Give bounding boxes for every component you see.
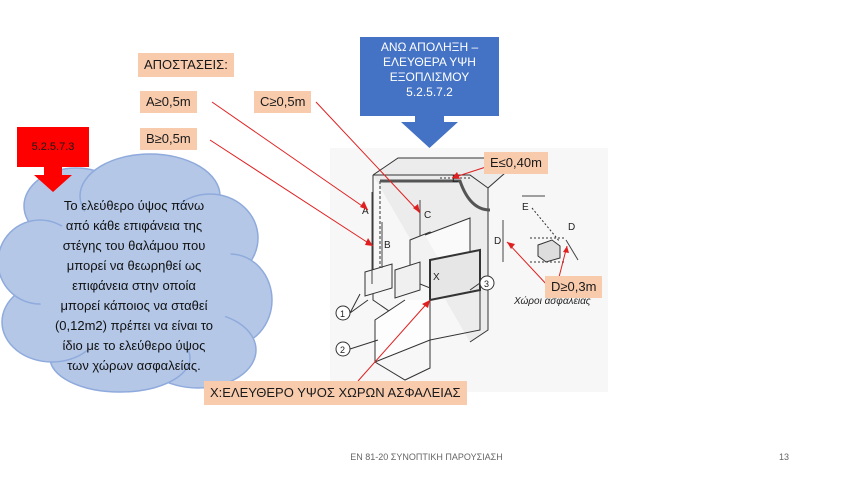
cloud-line: από κάθε επιφάνεια της [65, 218, 203, 233]
footer-title: ΕΝ 81-20 ΣΥΝΟΠΤΙΚΗ ΠΑΡΟΥΣΙΑΣΗ [350, 452, 503, 462]
diagram-number-1: 1 [340, 309, 345, 319]
distances-heading: ΑΠΟΣΤΑΣΕΙΣ: [138, 53, 234, 77]
diagram-letter-x: X [433, 272, 440, 283]
red-callout: 5.2.5.7.3 [17, 127, 89, 167]
blue-callout: ΑΝΩ ΑΠΟΛΗΞΗ – ΕΛΕΥΘΕΡΑ ΥΨΗ ΕΞΟΠΛΙΣΜΟΥ 5.… [360, 37, 499, 116]
cloud-line: μπορεί να θεωρηθεί ως [66, 258, 202, 273]
cloud-line: των χώρων ασφαλείας. [67, 358, 201, 373]
page-number: 13 [779, 452, 790, 462]
b-distance-label: B≥0,5m [140, 128, 197, 150]
blue-callout-line-4: 5.2.5.7.2 [406, 85, 453, 99]
a-distance-label: A≥0,5m [140, 91, 197, 113]
diagram-letter-a: A [362, 206, 369, 217]
cloud-line: (0,12m2) πρέπει να είναι το [54, 318, 214, 333]
diagram-letter-d: D [494, 236, 501, 247]
cloud-text: Το ελεύθερο ύψος πάνω από κάθε επιφάνεια… [34, 196, 234, 376]
cloud-line: ίδιο με το ελεύθερο ύψος [62, 338, 206, 353]
blue-callout-line-3: ΕΞΟΠΛΙΣΜΟΥ [389, 70, 470, 84]
cloud-line: στέγης του θαλάμου που [62, 238, 206, 253]
blue-callout-line-1: ΑΝΩ ΑΠΟΛΗΞΗ – [380, 40, 479, 54]
diagram-letter-e-inset: E [522, 202, 529, 213]
blue-callout-line-2: ΕΛΕΥΘΕΡΑ ΥΨΗ [383, 55, 476, 69]
diagram-letter-b: B [384, 240, 391, 251]
x-free-height-label: X:ΕΛΕΥΘΕΡΟ ΥΨΟΣ ΧΩΡΩΝ ΑΣΦΑΛΕΙΑΣ [204, 381, 467, 405]
diagram-letter-e: E [452, 174, 459, 185]
c-distance-label: C≥0,5m [254, 91, 312, 113]
e-distance-label: E≤0,40m [484, 152, 548, 174]
cloud-line: μπορεί κάποιος να σταθεί [60, 298, 208, 313]
diagram-number-2: 2 [340, 345, 345, 355]
diagram-number-3: 3 [484, 279, 489, 289]
d-distance-label: D≥0,3m [545, 276, 603, 298]
diagram-letter-d-inset: D [568, 222, 575, 233]
cloud-line: επιφάνεια στην οποία [72, 278, 196, 293]
safety-spaces-caption: Χώροι ασφαλείας [514, 296, 591, 307]
diagram-letter-c: C [424, 210, 431, 221]
cloud-line: Το ελεύθερο ύψος πάνω [63, 198, 205, 213]
